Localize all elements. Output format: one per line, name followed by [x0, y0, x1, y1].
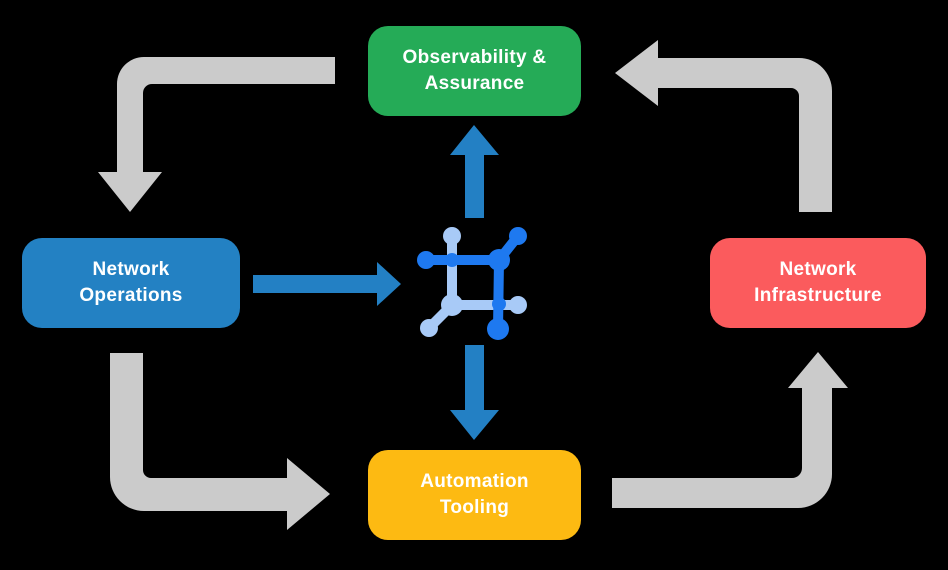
infrastructure-to-observability-arrow [615, 40, 832, 212]
operations-to-automation-arrow [110, 353, 330, 530]
hub-arrows [253, 125, 499, 440]
hub-to-observability-arrow [450, 125, 499, 218]
cycle-arrows [98, 40, 848, 530]
automation-to-infrastructure-arrow [612, 352, 848, 508]
observability-to-operations-arrow [98, 57, 335, 212]
node-network-infrastructure: Network Infrastructure [710, 238, 926, 328]
operations-to-hub-arrow [253, 262, 401, 306]
network-mesh-icon [417, 227, 527, 340]
node-label-line: Network [779, 259, 857, 280]
network-mesh-icon-dark-nodes [417, 227, 527, 340]
node-label-line: Network [92, 259, 170, 280]
node-label-line: Assurance [424, 73, 525, 94]
node-observability-assurance: Observability & Assurance [368, 26, 581, 116]
node-label-line: Automation [420, 471, 529, 492]
node-label-line: Infrastructure [754, 285, 882, 306]
node-automation-tooling: Automation Tooling [368, 450, 581, 540]
node-label-line: Operations [79, 285, 183, 306]
network-mesh-icon-light-nodes [420, 227, 527, 337]
node-network-operations: Network Operations [22, 238, 240, 328]
node-label-line: Observability & [402, 47, 547, 68]
hub-to-automation-arrow [450, 345, 499, 440]
node-label-line: Tooling [439, 497, 510, 518]
